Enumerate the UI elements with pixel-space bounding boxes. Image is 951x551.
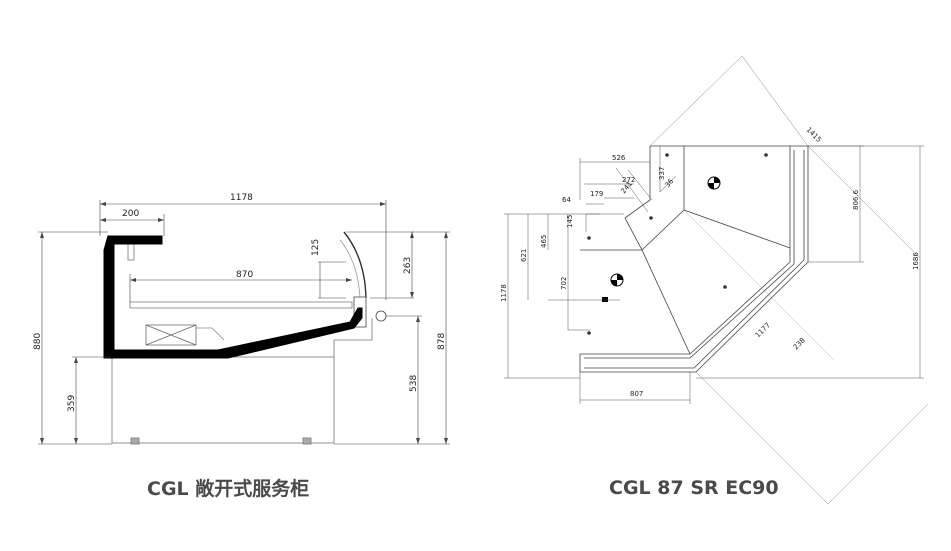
- base-cabinet: [111, 356, 335, 444]
- dim-870: 870: [236, 270, 253, 280]
- dim-272: 272: [622, 176, 635, 184]
- outer-diagonal-2: [695, 371, 929, 505]
- dim-179: 179: [590, 190, 603, 198]
- top-light: [127, 243, 135, 261]
- dim-538: 538: [409, 375, 419, 392]
- dim-465: 465: [540, 235, 548, 248]
- dim-878: 878: [437, 333, 447, 350]
- left-drawing-caption: CGL 敞开式服务柜: [147, 478, 310, 500]
- foot-right: [302, 437, 312, 445]
- corner-inner-area-2: [580, 145, 790, 251]
- side-section-drawing: [111, 231, 387, 445]
- dim-880: 880: [33, 333, 43, 350]
- dim-64: 64: [562, 196, 571, 204]
- dim-1177: 1177: [754, 321, 772, 339]
- dim-807: 807: [630, 390, 643, 398]
- corner-plan-dimensions: [504, 145, 924, 404]
- dim-238: 238: [792, 336, 807, 351]
- corner-inner-frame: [584, 150, 805, 369]
- plan-symbols: [587, 153, 768, 335]
- outer-diagonal-3: [807, 145, 921, 259]
- counter-knob: [375, 310, 387, 322]
- dim-359: 359: [67, 395, 77, 412]
- side-section-dimensions: [38, 200, 450, 445]
- cabinet-profile: [103, 235, 363, 359]
- dim-1178-top: 1178: [230, 193, 253, 203]
- inner-tray-line: [130, 301, 353, 309]
- side-section-arrowheads: [40, 202, 448, 444]
- dim-263: 263: [403, 257, 413, 274]
- dim-1415: 1415: [805, 126, 823, 144]
- inner-diagonal: [683, 209, 835, 361]
- dim-702: 702: [560, 277, 568, 290]
- dim-337: 337: [658, 167, 666, 180]
- front-glass-inner: [339, 239, 361, 299]
- corner-outer-frame: [579, 145, 809, 373]
- dim-125: 125: [311, 239, 321, 256]
- dim-1686: 1686: [912, 252, 920, 270]
- compressor-detail: [196, 327, 225, 341]
- foot-left: [130, 437, 140, 445]
- dim-1178-plan: 1178: [500, 284, 508, 302]
- dim-526: 526: [612, 154, 626, 162]
- dim-806: 806.6: [852, 189, 860, 210]
- compressor-box: [145, 324, 197, 346]
- right-support: [333, 318, 373, 357]
- outer-diagonal: [649, 55, 809, 147]
- corner-plan-drawing: [579, 55, 929, 505]
- dim-200: 200: [122, 209, 139, 219]
- right-drawing-caption: CGL 87 SR EC90: [609, 477, 779, 499]
- dim-145: 145: [566, 215, 574, 228]
- dim-621: 621: [520, 249, 528, 262]
- front-glass: [343, 231, 367, 299]
